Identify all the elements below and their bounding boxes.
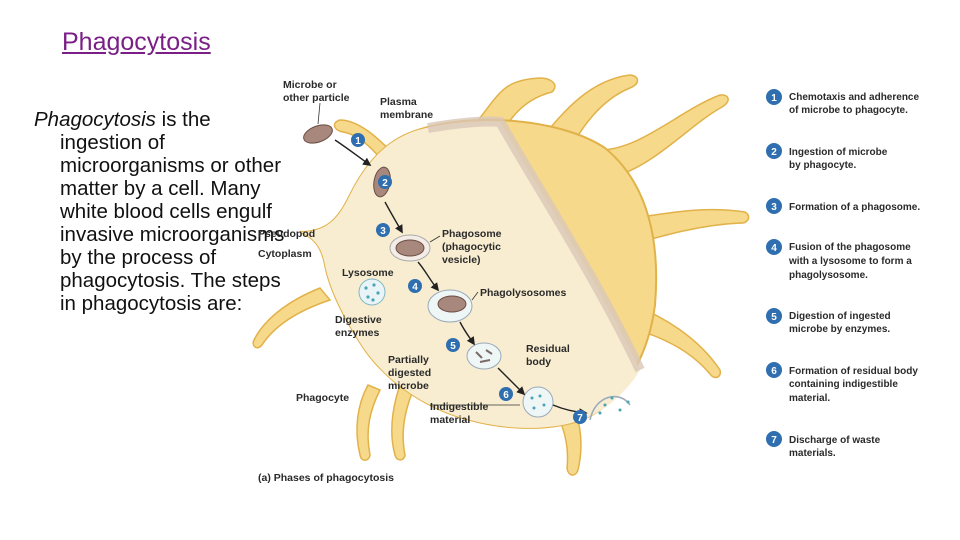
svg-text:3: 3	[380, 226, 386, 237]
label-residual-1: Residual	[526, 343, 570, 355]
step-item: 7 Discharge of waste materials.	[766, 431, 881, 459]
cross-section-edge	[427, 116, 645, 373]
label-phagosome-2: (phagocytic	[442, 241, 501, 253]
step-item: 6 Formation of residual body containing …	[766, 362, 918, 404]
svg-text:1: 1	[771, 93, 777, 104]
label-pseudopod: Pseudopod	[258, 228, 315, 240]
body-term: Phagocytosis	[34, 108, 156, 131]
residual-body	[522, 386, 554, 418]
svg-text:containing indigestible: containing indigestible	[789, 379, 898, 390]
label-indigestible-1: Indigestible	[430, 401, 489, 413]
label-phagosome-3: vesicle)	[442, 254, 481, 266]
step-list: 1 Chemotaxis and adherence of microbe to…	[766, 89, 920, 459]
leader-lines	[317, 102, 520, 406]
waste-material	[598, 396, 630, 415]
svg-text:4: 4	[771, 243, 777, 254]
svg-text:3: 3	[771, 202, 777, 213]
label-partially-3: microbe	[388, 380, 429, 392]
svg-text:5: 5	[450, 341, 456, 352]
svg-text:Ingestion of microbe: Ingestion of microbe	[789, 147, 888, 158]
step-item: 4 Fusion of the phagosome with a lysosom…	[766, 239, 912, 281]
label-plasma-1: Plasma	[380, 96, 417, 108]
label-partially-1: Partially	[388, 354, 429, 366]
svg-text:4: 4	[412, 282, 418, 293]
label-indigestible-2: material	[430, 414, 470, 426]
label-phagolysosomes: Phagolysosomes	[480, 287, 567, 299]
phagolysosome-microbe	[437, 295, 467, 313]
slide-title: Phagocytosis	[62, 28, 211, 56]
label-residual-2: body	[526, 356, 551, 368]
lysosome	[358, 278, 386, 306]
step-item: 3 Formation of a phagosome.	[766, 198, 920, 214]
svg-text:2: 2	[382, 178, 388, 189]
label-plasma-2: membrane	[380, 109, 433, 121]
body-rest: is the ingestion of microorganisms or ot…	[60, 108, 285, 315]
body-text: Phagocytosis is the ingestion of microor…	[34, 108, 285, 315]
residual-contents	[530, 394, 546, 410]
svg-text:material.: material.	[789, 393, 830, 404]
svg-text:1: 1	[355, 136, 361, 147]
label-phagocyte: Phagocyte	[296, 392, 349, 404]
svg-text:of microbe to phagocyte.: of microbe to phagocyte.	[789, 105, 908, 116]
svg-text:with a lysosome to form a: with a lysosome to form a	[788, 256, 912, 267]
svg-text:Fusion of the phagosome: Fusion of the phagosome	[789, 242, 911, 253]
label-lysosome: Lysosome	[342, 267, 394, 279]
diagram-step-badges: 1 2 3 4 5 6 7	[351, 133, 587, 424]
svg-text:5: 5	[771, 312, 777, 323]
svg-text:Formation of a phagosome.: Formation of a phagosome.	[789, 202, 920, 213]
step-item: 2 Ingestion of microbe by phagocyte.	[766, 143, 888, 171]
figure-caption: (a) Phases of phagocytosis	[258, 472, 394, 484]
svg-text:Formation of residual body: Formation of residual body	[789, 366, 918, 377]
svg-text:materials.: materials.	[789, 448, 836, 459]
svg-text:microbe by enzymes.: microbe by enzymes.	[789, 324, 890, 335]
label-digestive-2: enzymes	[335, 327, 380, 339]
svg-text:6: 6	[503, 390, 509, 401]
svg-text:7: 7	[577, 413, 583, 424]
svg-text:Chemotaxis and adherence: Chemotaxis and adherence	[789, 92, 919, 103]
svg-text:7: 7	[771, 435, 777, 446]
svg-text:2: 2	[771, 147, 777, 158]
label-cytoplasm: Cytoplasm	[258, 248, 312, 260]
label-partially-2: digested	[388, 367, 431, 379]
label-microbe-2: other particle	[283, 92, 350, 104]
label-digestive-1: Digestive	[335, 314, 382, 326]
process-arrows	[334, 139, 588, 417]
digested-fragments	[475, 349, 493, 363]
lysosome-enzymes	[364, 283, 380, 302]
step-item: 5 Digestion of ingested microbe by enzym…	[766, 308, 891, 335]
svg-text:Discharge of waste: Discharge of waste	[789, 435, 881, 446]
svg-text:Digestion of ingested: Digestion of ingested	[789, 311, 891, 322]
label-microbe-1: Microbe or	[283, 79, 337, 91]
step-item: 1 Chemotaxis and adherence of microbe to…	[766, 89, 919, 116]
svg-text:by phagocyte.: by phagocyte.	[789, 160, 856, 171]
svg-text:6: 6	[771, 366, 777, 377]
label-phagosome-1: Phagosome	[442, 228, 502, 240]
microbe-outside	[303, 124, 333, 144]
svg-text:phagolysosome.: phagolysosome.	[789, 270, 868, 281]
partially-digested-microbe	[466, 342, 502, 370]
phagosome-microbe	[395, 239, 425, 257]
cell-cross-section	[300, 121, 640, 428]
